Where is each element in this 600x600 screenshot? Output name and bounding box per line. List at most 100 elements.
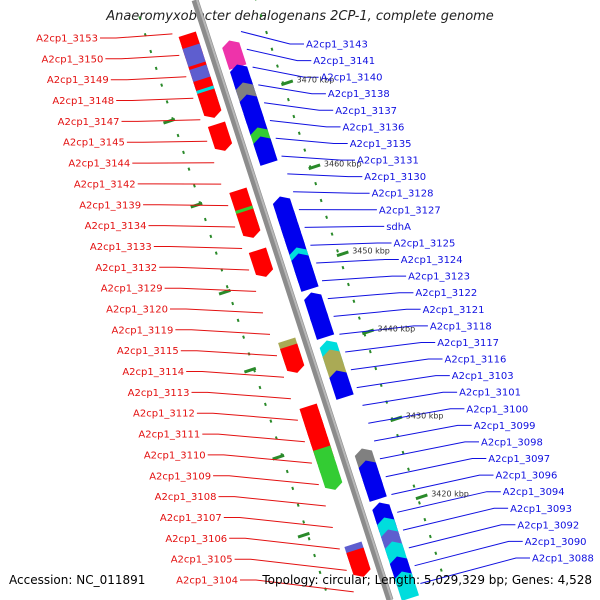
tick-dot-right [319, 198, 323, 203]
kbp-tick-dash [308, 163, 321, 171]
kbp-tick-dash [336, 250, 349, 258]
label-connector-left [121, 119, 201, 122]
gene-label-left: A2cp1_3104 [176, 576, 238, 587]
gene-label-right: A2cp1_3125 [394, 239, 456, 250]
gene-arrow-fwd [207, 121, 233, 151]
label-connector-right [269, 120, 341, 128]
gene-label-right: A2cp1_3128 [372, 189, 434, 200]
tick-dot-left [149, 49, 153, 54]
label-connector-right [362, 391, 458, 406]
kbp-tick-dash [218, 288, 231, 296]
tick-dot-left [318, 570, 322, 575]
gene-label-right: A2cp1_3138 [328, 89, 390, 100]
tick-dot-right [352, 299, 356, 304]
tick-dot-right [336, 249, 339, 253]
label-connector-right [374, 424, 472, 442]
gene-label-right: A2cp1_3140 [321, 73, 383, 84]
gene-label-left: A2cp1_3107 [160, 513, 222, 524]
gene-arrow-rev [222, 40, 247, 70]
gene-label-left: A2cp1_3133 [90, 242, 152, 253]
gene-label-left: A2cp1_3109 [149, 471, 211, 482]
gene-label-right: A2cp1_3143 [306, 40, 368, 51]
label-connector-left [105, 54, 180, 60]
gene-label-left: A2cp1_3134 [85, 221, 147, 232]
tick-dot-left [269, 419, 273, 423]
gene-label-left: A2cp1_3105 [171, 555, 233, 566]
label-connector-right [293, 191, 370, 194]
gene-label-right: A2cp1_3123 [408, 272, 470, 283]
gene-label-right: A2cp1_3103 [452, 371, 514, 382]
gene-label-left: A2cp1_3113 [128, 388, 190, 399]
gene-arrow-rev [362, 472, 387, 502]
tick-dot-right [439, 568, 443, 572]
tick-dot-right [259, 13, 263, 18]
gene-label-left: A2cp1_3111 [138, 430, 200, 441]
gene-label-left: A2cp1_3142 [74, 179, 136, 190]
tick-dot-right [428, 534, 432, 539]
tick-dot-right [297, 131, 301, 136]
gene-label-left: A2cp1_3147 [58, 117, 120, 128]
tick-dot-left [258, 385, 262, 390]
label-connector-right [379, 441, 479, 460]
tick-dot-left [182, 150, 185, 155]
kbp-tick-dash [280, 79, 294, 87]
tick-dot-left [187, 167, 191, 171]
gene-label-left: A2cp1_3110 [144, 450, 206, 461]
gene-label-right: A2cp1_3135 [350, 139, 412, 150]
gene-arrow-rev [294, 262, 319, 292]
gene-arrow-rev [253, 136, 278, 166]
tick-dot-left [291, 486, 295, 491]
tick-dot-left [165, 100, 169, 104]
gene-label-left: A2cp1_3144 [68, 159, 130, 170]
kbp-tick-dash [243, 366, 257, 374]
label-connector-right [397, 491, 501, 513]
tick-dot-right [412, 484, 416, 488]
label-connector-left [175, 329, 271, 335]
genome-backbone-highlight [196, 0, 393, 600]
tick-dot-right [401, 450, 405, 455]
genome-stats-text: Topology: circular; Length: 5,029,329 bp… [262, 573, 592, 587]
gene-label-right: A2cp1_3092 [517, 520, 579, 531]
gene-label-left: A2cp1_3132 [95, 263, 157, 274]
tick-dot-left [307, 536, 311, 541]
label-connector-right [391, 474, 494, 495]
tick-dot-right [423, 517, 427, 522]
label-connector-right [402, 507, 509, 531]
gene-label-left: A2cp1_3112 [133, 409, 195, 420]
label-connector-left [213, 475, 319, 486]
gene-arrow-fwd [280, 343, 305, 373]
gene-label-right: A2cp1_3116 [445, 355, 507, 366]
label-connector-right [252, 66, 319, 78]
gene-label-right: A2cp1_3117 [437, 338, 499, 349]
label-connector-right [414, 540, 523, 567]
tick-dot-right [357, 316, 361, 320]
kbp-tick-label: 3420 kbp [431, 490, 469, 499]
label-connector-right [258, 84, 326, 95]
tick-dot-left [154, 66, 158, 71]
label-connector-left [234, 558, 347, 571]
gene-label-left: A2cp1_3150 [42, 54, 104, 65]
label-connector-left [100, 33, 173, 39]
tick-dot-right [407, 467, 410, 472]
gene-label-right: sdhA [386, 222, 411, 233]
kbp-tick-label: 3440 kbp [378, 325, 416, 334]
tick-dot-left [231, 301, 235, 306]
gene-label-left: A2cp1_3145 [63, 138, 125, 149]
tick-dot-right [347, 282, 350, 287]
kbp-tick-dash [297, 531, 310, 539]
kbp-tick-label: 3450 kbp [352, 247, 390, 256]
label-connector-left [191, 391, 291, 400]
tick-dot-right [330, 232, 334, 236]
label-connector-left [196, 412, 298, 421]
kbp-tick-dash [163, 117, 176, 125]
gene-label-right: A2cp1_3093 [510, 504, 572, 515]
gene-arrow-rev [309, 310, 335, 340]
gene-label-right: A2cp1_3096 [496, 471, 558, 482]
label-connector-left [164, 287, 257, 292]
tick-dot-left [209, 234, 213, 239]
tick-ring-layer [138, 0, 443, 591]
tick-dot-right [325, 215, 329, 220]
label-connector-left [143, 204, 229, 207]
tick-dot-left [225, 284, 229, 289]
